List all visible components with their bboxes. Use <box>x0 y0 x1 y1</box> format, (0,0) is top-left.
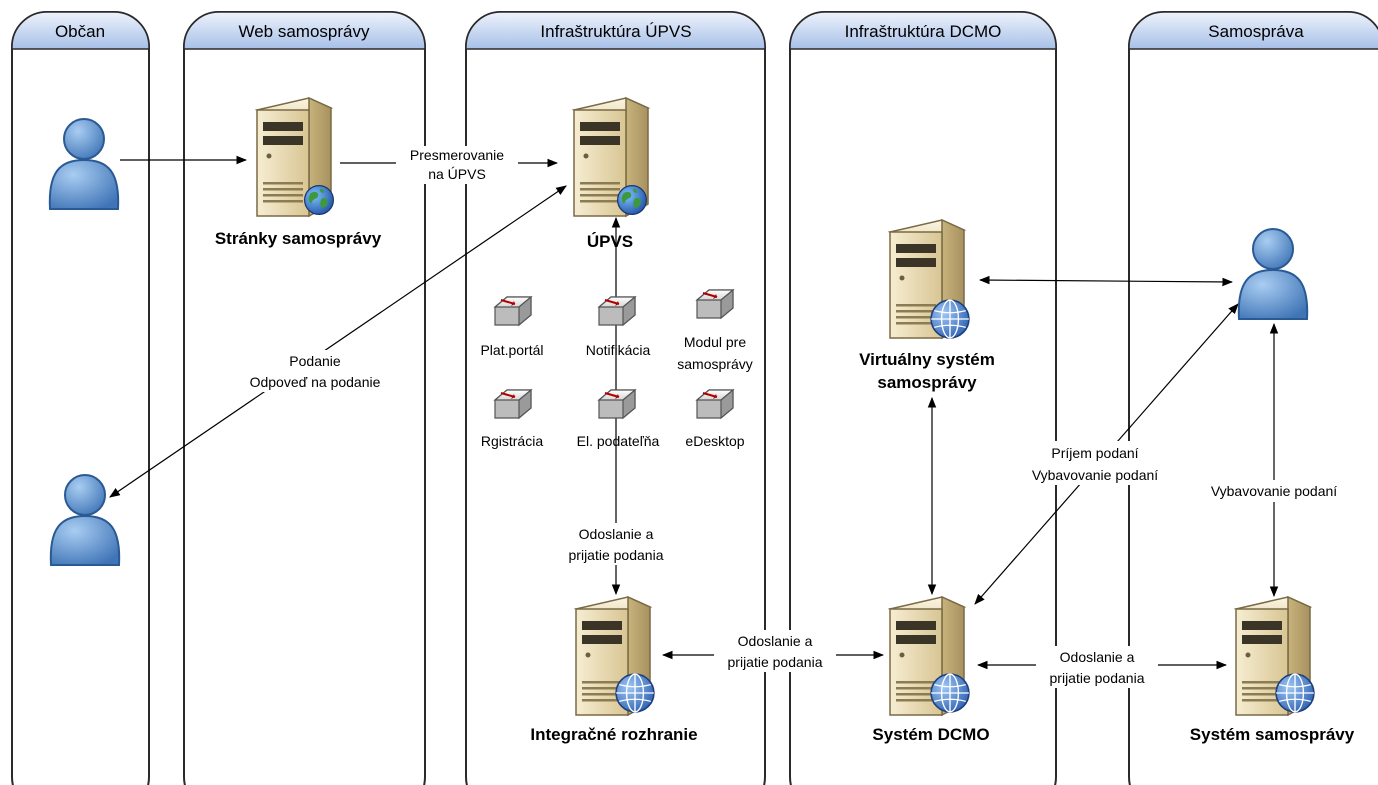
module-label-rgistracia: Rgistrácia <box>481 433 543 449</box>
module-el-podatelna: El. podateľňa <box>577 389 660 449</box>
node-title-virtualny-2: samosprávy <box>877 373 977 392</box>
module-label-el-podatelna: El. podateľňa <box>577 433 660 449</box>
label-odoslanie-sys: Odoslanie a prijatie podania <box>1036 646 1158 688</box>
module-label-edesktop: eDesktop <box>685 433 744 449</box>
label-odoslanie-sys-2: prijatie podania <box>1050 670 1145 686</box>
label-podanie-2: Odpoveď na podanie <box>250 374 381 390</box>
node-title-dcmo: Systém DCMO <box>872 725 989 744</box>
module-modul-samospravy: Modul pre samosprávy <box>677 289 753 372</box>
globe-icon <box>930 299 970 339</box>
label-odoslanie-upvs-1: Odoslanie a <box>579 526 654 542</box>
label-presmerovanie: Presmerovanie na ÚPVS <box>396 146 518 184</box>
label-vybavovanie: Vybavovanie podaní <box>1211 483 1337 499</box>
label-odoslanie-upvs-2: prijatie podania <box>569 547 664 563</box>
label-prijem-1: Príjem podaní <box>1051 445 1138 461</box>
node-title-stranky: Stránky samosprávy <box>215 229 382 248</box>
globe-icon <box>615 673 655 713</box>
connector-podanie <box>109 185 567 498</box>
server-integracne: Integračné rozhranie <box>530 596 698 744</box>
label-podanie: Podanie Odpoveď na podanie <box>234 350 396 392</box>
module-label-notifikacia: Notifikácia <box>586 342 651 358</box>
label-prijem-2: Vybavovanie podaní <box>1032 467 1158 483</box>
server-virtualny: Virtuálny systém samosprávy <box>859 219 995 392</box>
lane-title-web: Web samosprávy <box>238 22 370 41</box>
server-upvs: ÚPVS <box>573 97 649 251</box>
globe-icon <box>1275 673 1315 713</box>
module-notifikacia: Notifikácia <box>586 296 651 358</box>
lane-title-upvs: Infraštruktúra ÚPVS <box>540 22 691 41</box>
label-vybavovanie: Vybavovanie podaní <box>1196 480 1352 502</box>
label-prijem: Príjem podaní Vybavovanie podaní <box>1024 441 1164 485</box>
label-odoslanie-int-1: Odoslanie a <box>738 633 813 649</box>
module-edesktop: eDesktop <box>685 389 745 449</box>
label-odoslanie-sys-1: Odoslanie a <box>1060 649 1135 665</box>
node-title-integracne: Integračné rozhranie <box>530 725 697 744</box>
label-presmerovanie-2: na ÚPVS <box>428 166 486 182</box>
module-label-plat-portal: Plat.portál <box>480 342 543 358</box>
module-plat-portal: Plat.portál <box>480 296 544 358</box>
server-stranky: Stránky samosprávy <box>215 97 382 248</box>
lane-title-obcan: Občan <box>55 22 105 41</box>
lane-title-samosprava: Samospráva <box>1208 22 1304 41</box>
module-rgistracia: Rgistrácia <box>481 389 543 449</box>
label-podanie-1: Podanie <box>289 353 341 369</box>
node-title-upvs: ÚPVS <box>587 232 633 251</box>
globe-icon <box>616 185 648 215</box>
server-dcmo: Systém DCMO <box>872 596 990 744</box>
module-label-modul-1: Modul pre <box>684 334 746 350</box>
label-odoslanie-int-2: prijatie podania <box>728 654 823 670</box>
node-title-virtualny-1: Virtuálny systém <box>859 350 995 369</box>
globe-icon <box>930 673 970 713</box>
connector-virtual-person <box>978 275 1234 287</box>
label-odoslanie-upvs: Odoslanie a prijatie podania <box>556 523 674 565</box>
node-title-system-samospravy: Systém samosprávy <box>1190 725 1355 744</box>
label-odoslanie-int: Odoslanie a prijatie podania <box>714 630 836 672</box>
lane-title-dcmo: Infraštruktúra DCMO <box>845 22 1002 41</box>
module-label-modul-2: samosprávy <box>677 356 752 372</box>
server-system-samospravy: Systém samosprávy <box>1190 596 1355 744</box>
label-presmerovanie-1: Presmerovanie <box>410 147 504 163</box>
globe-icon <box>304 185 334 215</box>
